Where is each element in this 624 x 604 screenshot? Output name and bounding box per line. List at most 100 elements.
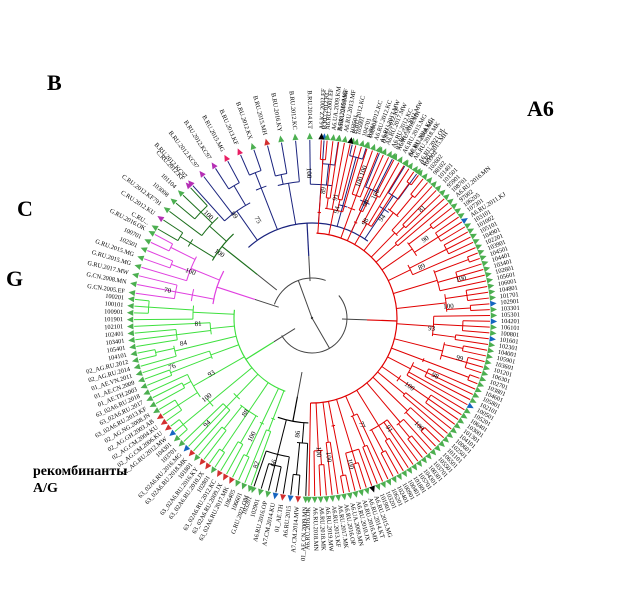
leaf-marker bbox=[128, 290, 136, 297]
leaf-branch bbox=[469, 257, 480, 263]
leaf-branch bbox=[329, 441, 339, 495]
leaf-marker bbox=[490, 306, 497, 313]
leaf-marker bbox=[164, 424, 172, 431]
internal-arc bbox=[407, 435, 412, 440]
leaf-branch bbox=[470, 303, 490, 306]
leaf-marker bbox=[490, 312, 498, 319]
internal-arc bbox=[224, 202, 251, 222]
internal-arc bbox=[404, 407, 411, 415]
bootstrap-value: 98 bbox=[360, 216, 371, 226]
internal-branch bbox=[176, 329, 211, 336]
internal-arc bbox=[350, 413, 358, 418]
bootstrap-value: 75 bbox=[253, 215, 264, 225]
leaf-marker bbox=[386, 150, 392, 158]
leaf-marker bbox=[130, 350, 138, 357]
leaf-marker bbox=[457, 417, 465, 424]
leaf-marker bbox=[487, 347, 495, 354]
leaf-branch bbox=[466, 362, 484, 368]
leaf-branch bbox=[240, 154, 250, 176]
internal-branch bbox=[315, 402, 319, 451]
internal-arc bbox=[326, 441, 331, 444]
leaf-branch bbox=[169, 210, 203, 236]
leaf-branch bbox=[467, 297, 489, 301]
leaf-marker bbox=[475, 244, 483, 251]
internal-branch bbox=[193, 356, 245, 387]
leaf-marker bbox=[401, 469, 407, 477]
leaf-marker bbox=[235, 479, 242, 487]
leaf-marker bbox=[380, 480, 386, 489]
leaf-branch bbox=[182, 194, 202, 213]
internal-arc bbox=[467, 256, 470, 263]
leaf-branch bbox=[462, 330, 490, 334]
internal-branch bbox=[370, 232, 396, 258]
leaf-label: 102301 bbox=[498, 343, 518, 353]
leaf-branch bbox=[319, 140, 322, 160]
internal-arc bbox=[407, 264, 414, 275]
internal-branch bbox=[398, 377, 429, 400]
leaf-branch bbox=[329, 141, 340, 199]
internal-branch bbox=[301, 422, 305, 444]
leaf-branch bbox=[380, 452, 394, 477]
backbone-arc bbox=[281, 295, 348, 354]
leaf-marker bbox=[453, 422, 461, 429]
leaf-marker bbox=[341, 135, 348, 143]
leaf-marker bbox=[258, 488, 264, 496]
leaf-marker bbox=[163, 207, 171, 214]
leaf-branch bbox=[407, 438, 423, 458]
internal-branch bbox=[233, 185, 247, 206]
leaf-marker bbox=[484, 272, 492, 278]
leaf-branch bbox=[325, 141, 334, 198]
leaf-branch bbox=[467, 379, 478, 385]
internal-branch bbox=[396, 195, 414, 216]
internal-branch bbox=[223, 405, 243, 430]
leaf-branch bbox=[358, 154, 384, 211]
leaf-label: A7.CM.2014.MW bbox=[290, 506, 301, 553]
leaf-marker bbox=[250, 142, 257, 150]
internal-branch bbox=[170, 356, 212, 374]
leaf-branch bbox=[362, 157, 390, 212]
leaf-branch bbox=[375, 159, 395, 196]
leaf-marker bbox=[352, 490, 359, 498]
backbone-branch-ag bbox=[273, 328, 296, 343]
internal-arc bbox=[406, 362, 415, 376]
leaf-branch bbox=[250, 431, 272, 486]
leaf-marker bbox=[173, 434, 181, 442]
clade-stem bbox=[306, 223, 310, 257]
bootstrap-value: 89 bbox=[417, 262, 427, 272]
leaf-branch bbox=[345, 452, 356, 491]
leaf-branch bbox=[144, 369, 170, 380]
bootstrap-value: 100 bbox=[345, 458, 355, 471]
leaf-marker bbox=[205, 462, 212, 470]
leaf-branch bbox=[394, 198, 445, 244]
leaf-marker bbox=[442, 193, 450, 201]
leaf-branch bbox=[357, 462, 367, 488]
leaf-branch bbox=[340, 475, 345, 494]
internal-branch bbox=[200, 211, 213, 224]
internal-arc bbox=[365, 186, 377, 193]
internal-arc bbox=[326, 197, 331, 199]
clade-g bbox=[135, 233, 256, 305]
internal-branch bbox=[394, 338, 443, 352]
internal-arc bbox=[358, 209, 363, 213]
leaf-label: 104701 bbox=[361, 117, 373, 137]
leaf-marker bbox=[280, 493, 287, 501]
leaf-branch bbox=[282, 456, 290, 494]
leaf-label: 104001 bbox=[497, 349, 517, 359]
internal-branch bbox=[387, 356, 411, 370]
leaf-label: 101901 bbox=[104, 316, 123, 323]
internal-arc bbox=[439, 342, 446, 360]
internal-branch bbox=[433, 323, 463, 327]
leaf-branch bbox=[135, 292, 175, 300]
internal-branch bbox=[317, 212, 320, 234]
internal-branch bbox=[388, 269, 411, 282]
leaf-branch bbox=[149, 374, 188, 392]
internal-branch bbox=[389, 182, 410, 211]
leaf-marker bbox=[369, 485, 375, 493]
bootstrap-value: 82 bbox=[251, 460, 261, 470]
leaf-marker bbox=[460, 218, 468, 225]
leaf-marker bbox=[229, 476, 235, 484]
leaf-marker bbox=[138, 376, 146, 383]
leaf-label: B.RU.2015.MH bbox=[251, 95, 268, 136]
leaf-marker bbox=[433, 444, 441, 452]
internal-branch bbox=[328, 209, 335, 235]
